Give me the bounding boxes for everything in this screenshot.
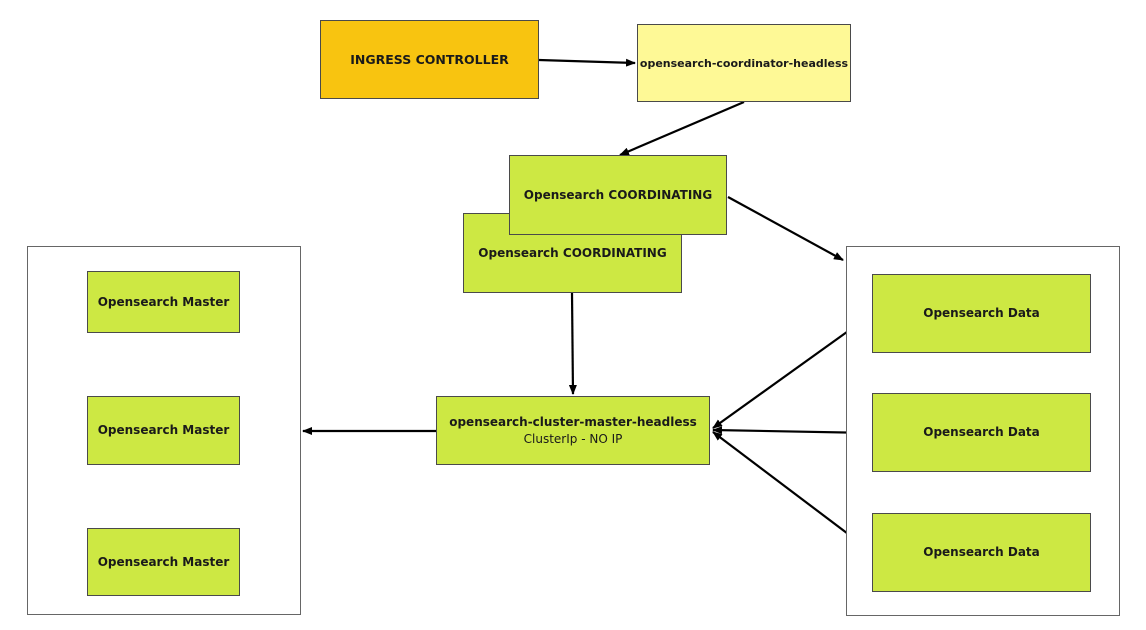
coordinating-node-2-label: Opensearch COORDINATING [478,245,667,260]
data-node-3-label: Opensearch Data [923,545,1040,559]
data-node-1[interactable]: Opensearch Data [872,274,1091,353]
coordinating-node-1-label: Opensearch COORDINATING [523,187,713,202]
coordinator-headless-node[interactable]: opensearch-coordinator-headless [637,24,851,102]
master-node-2-label: Opensearch Master [97,423,230,437]
edge-ingress-to-coordinator-headless [538,58,636,67]
master-node-1[interactable]: Opensearch Master [87,271,240,333]
data-node-2-label: Opensearch Data [923,425,1040,439]
cluster-master-headless-node[interactable]: opensearch-cluster-master-headless Clust… [436,396,710,465]
edge-coordinating-to-master-headless [568,292,577,395]
edge-coordinator-headless-to-coordinating [619,100,745,157]
data-node-1-label: Opensearch Data [923,306,1040,320]
cluster-master-headless-label: opensearch-cluster-master-headless [449,414,697,429]
cluster-master-headless-sublabel: ClusterIp - NO IP [523,431,623,446]
master-node-2[interactable]: Opensearch Master [87,396,240,465]
ingress-controller-label: INGRESS CONTROLLER [350,52,509,67]
coordinating-node-1[interactable]: Opensearch COORDINATING [509,155,727,235]
master-node-3-label: Opensearch Master [97,554,230,569]
coordinator-headless-label: opensearch-coordinator-headless [639,56,849,70]
ingress-controller-node[interactable]: INGRESS CONTROLLER [320,20,539,99]
edge-coordinating-to-data-group [727,196,844,261]
master-node-1-label: Opensearch Master [97,294,230,309]
master-node-3[interactable]: Opensearch Master [87,528,240,596]
data-node-3[interactable]: Opensearch Data [872,513,1091,592]
data-node-2[interactable]: Opensearch Data [872,393,1091,472]
